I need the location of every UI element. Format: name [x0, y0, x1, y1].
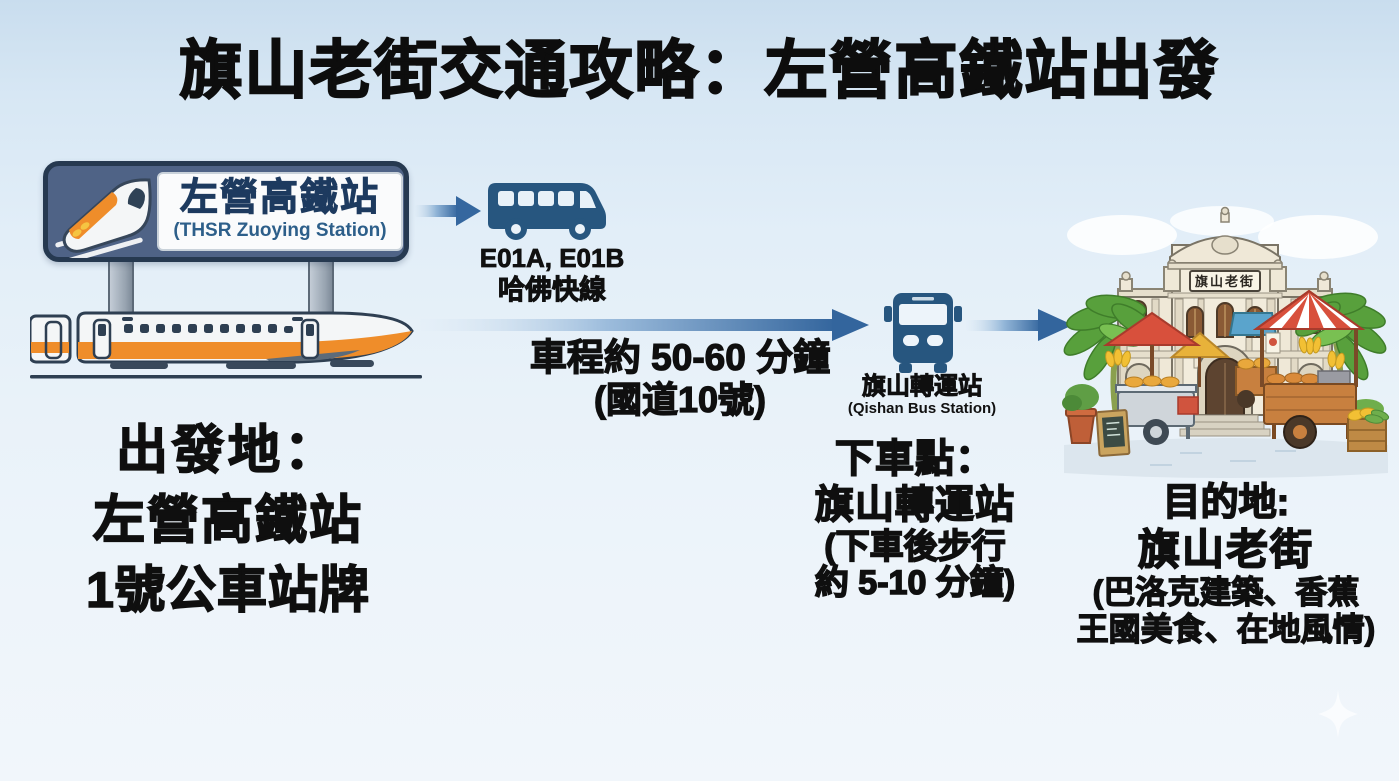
origin-label-line1: 出發地：	[115, 421, 340, 481]
station-sign-name-zh: 左營高鐵站	[179, 177, 380, 220]
market-stall-left	[1062, 311, 1231, 457]
long-arrow-right-icon	[420, 309, 869, 341]
destination-line3: (巴洛克建築、香蕉	[1092, 573, 1360, 610]
origin-label-line3: 1號公車站牌	[85, 561, 370, 619]
dropoff-line4: 約 5-10 分鐘)	[814, 564, 1016, 602]
destination-label: 目的地: 旗山老街 (巴洛克建築、香蕉 王國美食、在地風情)	[1056, 481, 1396, 648]
origin-label-line2: 左營高鐵站	[92, 491, 363, 551]
sparkle-icon	[1318, 690, 1358, 738]
arrow-right-icon	[415, 196, 481, 226]
arrow-right-icon	[966, 309, 1073, 341]
destination-line1: 目的地:	[1162, 481, 1290, 525]
bus-route-label: E01A, E01B 哈佛快線	[450, 243, 654, 306]
bus-front-icon	[884, 293, 962, 373]
ride-road: (國道10號)	[593, 378, 767, 420]
dropoff-line2: 旗山轉運站	[814, 483, 1015, 528]
market-stall-right	[1228, 289, 1390, 452]
ride-duration: 車程約 50-60 分鐘	[529, 336, 831, 378]
bus-route-codes: E01A, E01B	[479, 243, 625, 274]
dropoff-line3: (下車後步行	[824, 528, 1007, 566]
origin-label: 出發地： 左營高鐵站 1號公車站牌	[33, 416, 423, 624]
dropoff-line1: 下車點：	[834, 437, 995, 482]
hsr-train-icon	[55, 178, 152, 258]
station-sign-panel: 左營高鐵站 (THSR Zuoying Station)	[157, 172, 403, 251]
building-plaque: 旗山老街	[1195, 274, 1255, 289]
ride-info-label: 車程約 50-60 分鐘 (國道10號)	[498, 336, 862, 420]
destination-line4: 王國美食、在地風情)	[1076, 610, 1376, 647]
transfer-station-label: 旗山轉運站 (Qishan Bus Station)	[827, 373, 1017, 418]
coach-bus-icon	[488, 183, 606, 240]
station-sign-board: 左營高鐵站 (THSR Zuoying Station)	[43, 161, 409, 262]
dropoff-label: 下車點： 旗山轉運站 (下車後步行 約 5-10 分鐘)	[778, 437, 1052, 602]
station-sign-name-en: (THSR Zuoying Station)	[173, 220, 387, 241]
transfer-station-name-en: (Qishan Bus Station)	[847, 400, 997, 417]
destination-line2: 旗山老街	[1137, 525, 1314, 574]
transfer-station-name-zh: 旗山轉運站	[862, 373, 983, 401]
qishan-old-street-building: 旗山老街	[1062, 206, 1390, 478]
hsr-train-side-illustration	[30, 311, 422, 379]
page-title: 旗山老街交通攻略：左營高鐵站出發	[179, 35, 1220, 107]
bus-route-name: 哈佛快線	[498, 275, 607, 306]
